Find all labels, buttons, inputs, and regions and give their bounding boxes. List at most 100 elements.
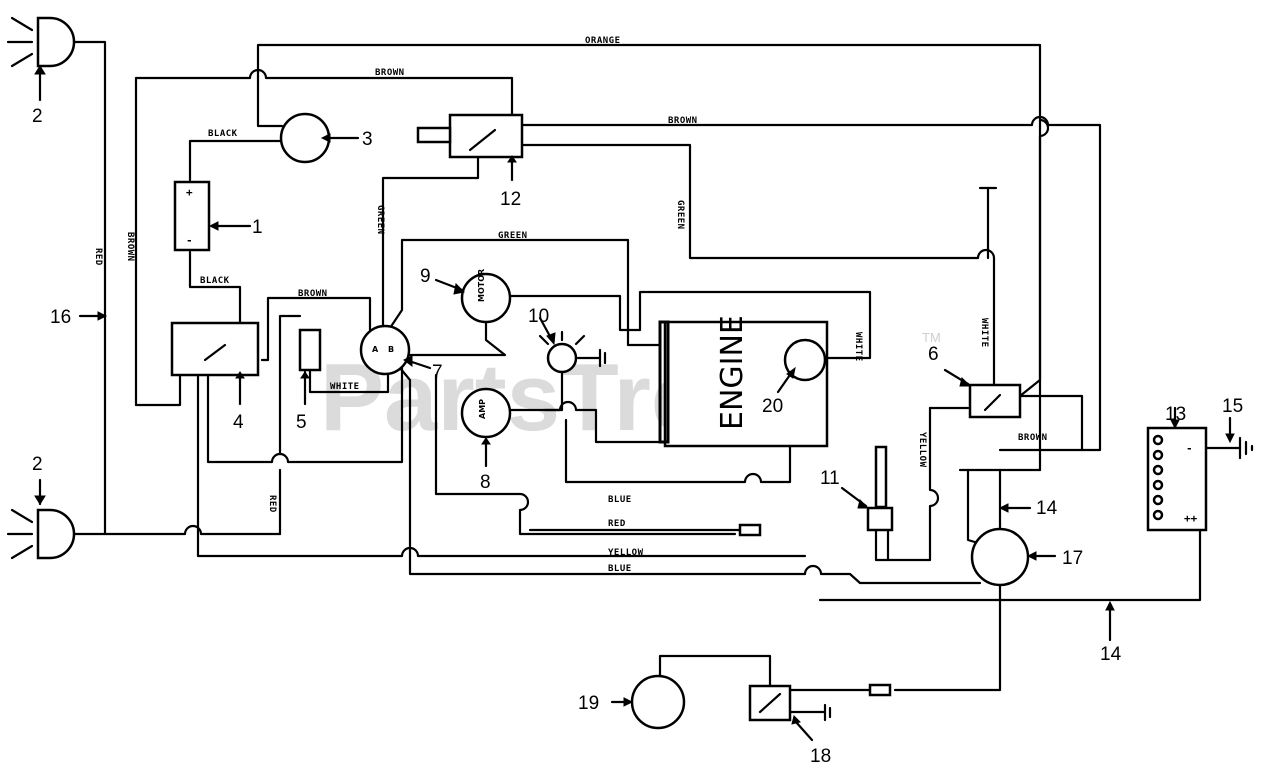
svg-text:AMP: AMP (478, 399, 487, 419)
svg-text:BROWN: BROWN (1018, 433, 1048, 443)
callout-13: 13 (1165, 404, 1186, 425)
wire-17-left (818, 528, 1202, 602)
callout-2-lower: 2 (32, 454, 43, 475)
callout-7: 7 (432, 362, 443, 383)
component-1-box (173, 180, 211, 252)
component-5-box (298, 328, 322, 372)
svg-text:GREEN: GREEN (375, 205, 385, 235)
wire-green-top (388, 238, 662, 347)
svg-text:A: A (372, 345, 379, 354)
svg-text:BLUE: BLUE (608, 564, 632, 574)
wire-red-left (70, 40, 107, 536)
svg-text:RED: RED (267, 495, 277, 513)
engine-block (658, 320, 829, 448)
callout-2-upper: 2 (32, 106, 43, 127)
headlight-upper (6, 16, 76, 102)
svg-text:BROWN: BROWN (668, 116, 698, 126)
svg-text:BLUE: BLUE (608, 495, 632, 505)
wire-7-blue (398, 366, 982, 585)
wire-brown-left-low (134, 373, 182, 407)
watermark-trademark: TM (922, 330, 941, 345)
component-4-switch (170, 321, 260, 377)
wire-black-2 (188, 250, 242, 325)
component-17-starter (970, 527, 1030, 587)
wire-4-yellow (196, 373, 807, 558)
svg-text:BROWN: BROWN (125, 232, 135, 262)
component-18-solenoid (748, 684, 832, 722)
component-15-ground (1238, 436, 1254, 460)
wire-black-1 (188, 139, 284, 182)
wire-yellow-down (886, 406, 940, 562)
callout-16: 16 (50, 307, 71, 328)
svg-text:BLACK: BLACK (200, 276, 230, 286)
callout-17: 17 (1062, 548, 1083, 569)
svg-text:WHITE: WHITE (853, 332, 863, 362)
wire-8-blue (434, 373, 737, 536)
component-12-switch (416, 113, 524, 159)
callout-11: 11 (820, 468, 840, 489)
callout-3: 3 (362, 129, 373, 150)
callout-14-lower: 14 (1100, 644, 1122, 665)
callout-5: 5 (296, 412, 307, 433)
callout-9: 9 (420, 266, 431, 287)
svg-text:BROWN: BROWN (375, 68, 405, 78)
svg-text:BROWN: BROWN (298, 289, 328, 299)
wire-to-3 (256, 68, 284, 128)
connectors (738, 523, 892, 697)
wire-9-right (506, 290, 872, 360)
wire-green-7 (381, 153, 480, 330)
svg-text:+: + (186, 186, 193, 199)
wire-8-loop (564, 366, 792, 484)
wire-8-right (508, 400, 682, 444)
callout-1: 1 (252, 217, 263, 238)
callout-10: 10 (528, 306, 549, 327)
wire-9-7 (402, 318, 507, 357)
svg-text:++: ++ (1184, 512, 1198, 525)
wire-red-vertical-up (278, 314, 302, 456)
component-11-sensor (866, 445, 894, 532)
callout-15: 15 (1222, 396, 1243, 417)
callout-18: 18 (810, 746, 831, 767)
headlight-lower (6, 478, 76, 560)
callout-leaders (78, 133, 1235, 742)
callout-14-upper: 14 (1036, 498, 1058, 519)
wire-green-right (518, 143, 996, 392)
component-10-light (538, 330, 607, 374)
component-8-amp: AMP (460, 387, 512, 439)
wire-6-right (1016, 394, 1084, 452)
svg-text:RED: RED (608, 519, 626, 529)
svg-text:MOTOR: MOTOR (477, 269, 486, 302)
wire-white-5 (308, 368, 390, 394)
svg-text:GREEN: GREEN (498, 231, 528, 241)
callout-20: 20 (762, 396, 783, 417)
wire-11 (874, 528, 890, 562)
wire-white-engine (1018, 118, 1042, 398)
component-9-motor: MOTOR (460, 269, 512, 324)
component-13-battery: - ++ (1146, 426, 1208, 532)
svg-text:B: B (388, 345, 394, 354)
wire-brown-12 (518, 115, 1102, 452)
component-19-motor (630, 674, 686, 730)
svg-text:WHITE: WHITE (979, 318, 989, 348)
callout-19: 19 (578, 693, 599, 714)
svg-text:GREEN: GREEN (675, 200, 685, 230)
svg-text:ORANGE: ORANGE (585, 36, 621, 46)
callout-6: 6 (928, 344, 939, 365)
svg-text:-: - (1186, 442, 1193, 455)
callout-4: 4 (233, 412, 244, 433)
wire-17-down (893, 583, 1002, 692)
component-6-relay (968, 186, 1022, 419)
svg-text:RED: RED (93, 248, 103, 266)
svg-text:YELLOW: YELLOW (608, 548, 644, 558)
callout-8: 8 (480, 472, 491, 493)
engine-label: ENGINE (715, 315, 750, 430)
svg-text:YELLOW: YELLOW (917, 432, 927, 468)
svg-text:WHITE: WHITE (330, 382, 360, 392)
svg-text:BLACK: BLACK (208, 129, 238, 139)
wire-red-bottom (103, 524, 282, 536)
component-7-ignition: A B (359, 324, 411, 376)
callout-12: 12 (500, 189, 521, 210)
wire-brown-4 (260, 296, 372, 362)
svg-text:-: - (186, 234, 193, 247)
